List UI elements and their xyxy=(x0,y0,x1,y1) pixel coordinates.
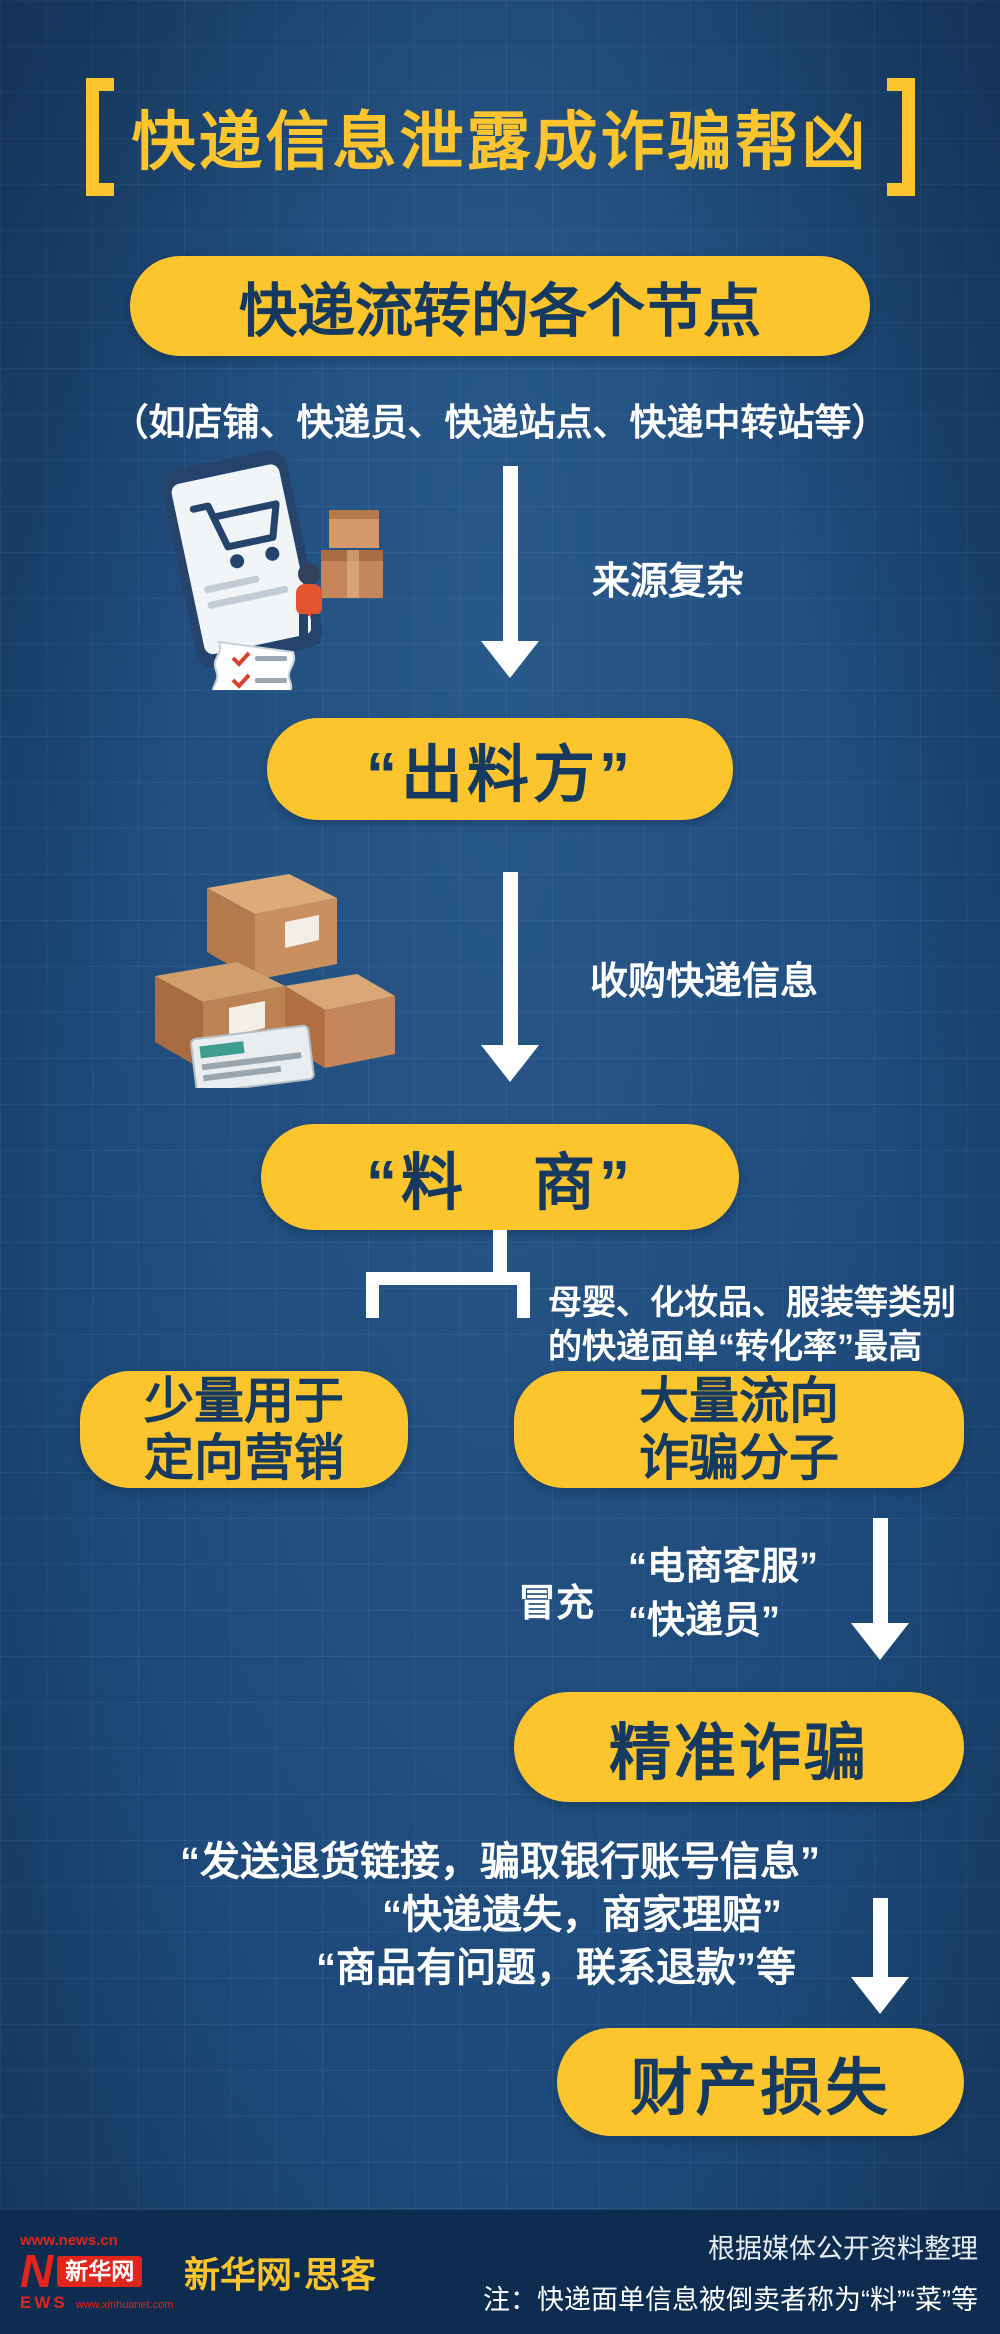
logo-url-bottom: www.xinhuanet.com xyxy=(75,2299,174,2312)
footer-right: 根据媒体公开资料整理 注：快递面单信息被倒卖者称为“料”“菜”等 xyxy=(483,2227,978,2317)
branch-note: 母婴、化妆品、服装等类别 的快递面单“转化率”最高 xyxy=(548,1282,956,1369)
fraud-quotes: “发送退货链接，骗取银行账号信息” “快递遗失，商家理赔” “商品有问题，联系退… xyxy=(0,1838,1000,1993)
node-property-loss: 财产损失 xyxy=(557,2028,964,2136)
fraud-quote-3: “商品有问题，联系退款”等 xyxy=(316,1946,796,1990)
node-flow-to-fraudsters-line2: 诈骗分子 xyxy=(639,1429,839,1486)
footer-source: 根据媒体公开资料整理 xyxy=(708,2234,978,2264)
footer: www.news.cn N 新华网 EWS www.xinhuanet.com … xyxy=(0,2210,1000,2334)
node-flow-to-fraudsters-line1: 大量流向 xyxy=(639,1372,839,1429)
logo-news-letters: EWS xyxy=(20,2293,68,2313)
fraud-quote-1: “发送退货链接，骗取银行账号信息” xyxy=(180,1840,820,1884)
right-bracket-icon xyxy=(886,78,915,196)
fraud-quote-2: “快递遗失，商家理赔” xyxy=(382,1893,782,1937)
arrow2-label: 收购快递信息 xyxy=(590,961,819,1003)
parcel-boxes-illustration xyxy=(133,856,403,1094)
xinhuanet-logo: www.news.cn N 新华网 EWS www.xinhuanet.com xyxy=(20,2231,174,2313)
arrow-shaft xyxy=(502,466,518,641)
impersonate-label: 冒充 xyxy=(518,1583,595,1625)
node-targeted-marketing-line1: 少量用于 xyxy=(144,1372,344,1429)
footer-brand: 新华网·思客 xyxy=(184,2254,376,2295)
node-precision-fraud: 精准诈骗 xyxy=(514,1692,964,1802)
arrow-shaft xyxy=(872,1898,888,1977)
parcel-boxes-icon xyxy=(155,874,395,1094)
node-targeted-marketing-line2: 定向营销 xyxy=(144,1429,344,1486)
impersonate-roles: “电商客服” “快递员” xyxy=(628,1540,818,1648)
arrow-down-icon xyxy=(851,1518,909,1660)
arrow-down-icon xyxy=(481,466,539,678)
node-material-merchant: “料 商” xyxy=(261,1124,739,1230)
branch-connector-left-stub xyxy=(366,1272,379,1318)
node-delivery-chain-subtitle: （如店铺、快递员、快递站点、快递中转站等） xyxy=(111,402,889,443)
arrow-shaft xyxy=(872,1518,888,1623)
logo-bottom: EWS www.xinhuanet.com xyxy=(20,2293,174,2313)
arrow-shaft xyxy=(502,872,518,1045)
node-material-merchant-label: “料 商” xyxy=(365,1149,634,1218)
node-flow-to-fraudsters: 大量流向 诈骗分子 xyxy=(514,1371,964,1488)
node-property-loss-label: 财产损失 xyxy=(630,2054,891,2123)
left-bracket-icon xyxy=(85,78,114,196)
logo-n-glyph: N xyxy=(20,2244,54,2297)
branch-note-line2: 的快递面单“转化率”最高 xyxy=(548,1327,922,1366)
arrow-down-icon xyxy=(851,1898,909,2014)
logo-main: N 新华网 xyxy=(20,2244,170,2297)
logo-wordmark: 新华网 xyxy=(57,2255,143,2287)
branch-connector-right-stub xyxy=(517,1272,530,1318)
phone-shopping-icon xyxy=(161,450,383,710)
page-title: 快递信息泄露成诈骗帮凶 xyxy=(131,106,869,178)
logo-url-top: www.news.cn xyxy=(20,2231,118,2249)
impersonate-role-2: “快递员” xyxy=(628,1600,781,1642)
arrow-down-icon xyxy=(481,872,539,1082)
arrow-head xyxy=(851,1623,909,1660)
phone-shopping-illustration xyxy=(133,450,418,710)
node-material-provider: “出料方” xyxy=(267,718,733,820)
arrow-head xyxy=(851,1977,909,2014)
header: 快递信息泄露成诈骗帮凶 xyxy=(0,72,1000,202)
node-delivery-chain: 快递流转的各个节点 xyxy=(130,256,870,356)
node-targeted-marketing: 少量用于 定向营销 xyxy=(80,1371,408,1488)
node-material-provider-label: “出料方” xyxy=(365,741,634,810)
branch-connector-bar xyxy=(366,1272,530,1285)
impersonate-role-1: “电商客服” xyxy=(628,1546,819,1588)
arrow-head xyxy=(481,1045,539,1082)
branch-note-line1: 母婴、化妆品、服装等类别 xyxy=(548,1284,956,1322)
node-precision-fraud-label: 精准诈骗 xyxy=(608,1719,869,1788)
arrow1-label: 来源复杂 xyxy=(592,561,745,603)
branch-connector-stem xyxy=(493,1230,507,1278)
node-delivery-chain-label: 快递流转的各个节点 xyxy=(238,279,761,344)
arrow-head xyxy=(481,641,539,678)
footer-note: 注：快递面单信息被倒卖者称为“料”“菜”等 xyxy=(483,2285,978,2315)
